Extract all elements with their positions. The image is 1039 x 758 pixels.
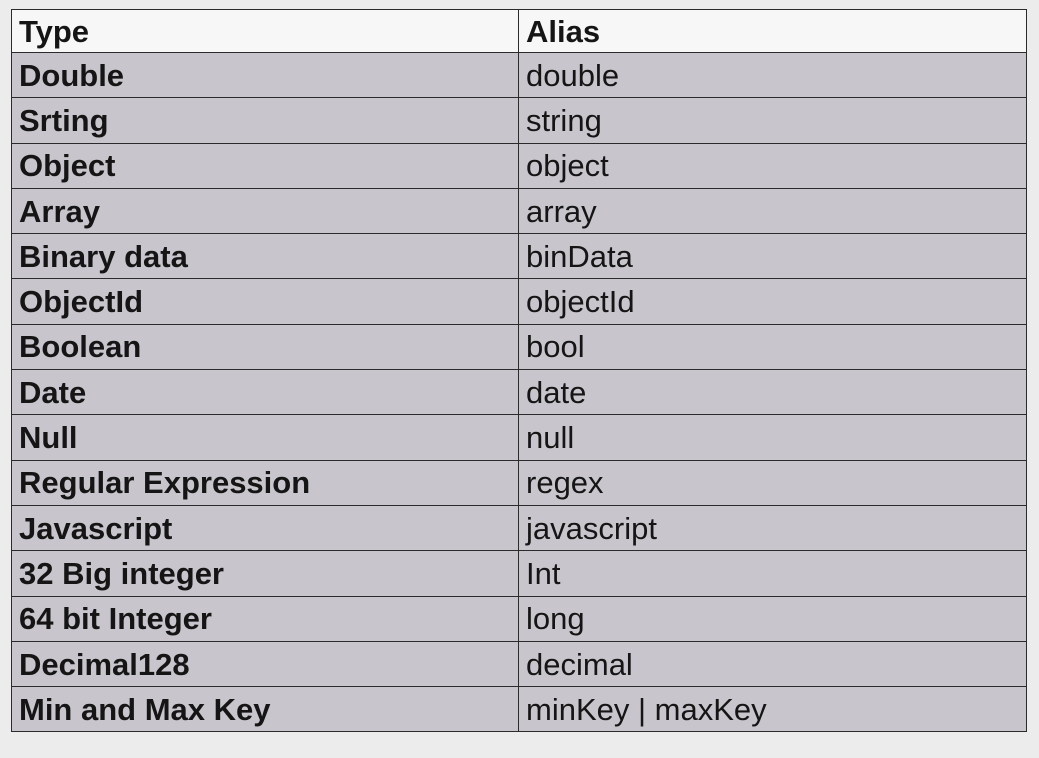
type-cell: 64 bit Integer — [11, 595, 519, 642]
header-type: Type — [11, 9, 519, 53]
alias-cell: binData — [518, 233, 1027, 280]
type-cell: Null — [11, 414, 519, 461]
type-cell: Binary data — [11, 233, 519, 280]
alias-cell: decimal — [518, 640, 1027, 688]
alias-cell: bool — [518, 323, 1027, 371]
type-cell: Object — [11, 142, 519, 189]
alias-cell: objectId — [518, 278, 1027, 325]
header-alias: Alias — [518, 9, 1027, 53]
alias-cell: null — [518, 414, 1027, 461]
type-cell: Javascript — [11, 504, 519, 552]
alias-cell: array — [518, 187, 1027, 235]
alias-cell: string — [518, 97, 1027, 144]
type-cell: Srting — [11, 97, 519, 144]
table-header: Type Alias — [11, 9, 1027, 53]
header-row: Type Alias — [11, 9, 1027, 53]
alias-cell: object — [518, 142, 1027, 189]
type-cell: Decimal128 — [11, 640, 519, 688]
alias-cell: long — [518, 595, 1027, 642]
type-cell: Min and Max Key — [11, 686, 519, 733]
type-cell: Array — [11, 187, 519, 235]
type-cell: 32 Big integer — [11, 550, 519, 597]
alias-cell: Int — [518, 550, 1027, 597]
alias-cell: minKey | maxKey — [518, 686, 1027, 733]
type-cell: Double — [11, 51, 519, 99]
alias-cell: javascript — [518, 504, 1027, 552]
alias-cell: regex — [518, 459, 1027, 506]
type-cell: Regular Expression — [11, 459, 519, 506]
type-cell: Boolean — [11, 323, 519, 371]
alias-cell: date — [518, 369, 1027, 416]
type-cell: ObjectId — [11, 278, 519, 325]
type-cell: Date — [11, 369, 519, 416]
alias-cell: double — [518, 51, 1027, 99]
